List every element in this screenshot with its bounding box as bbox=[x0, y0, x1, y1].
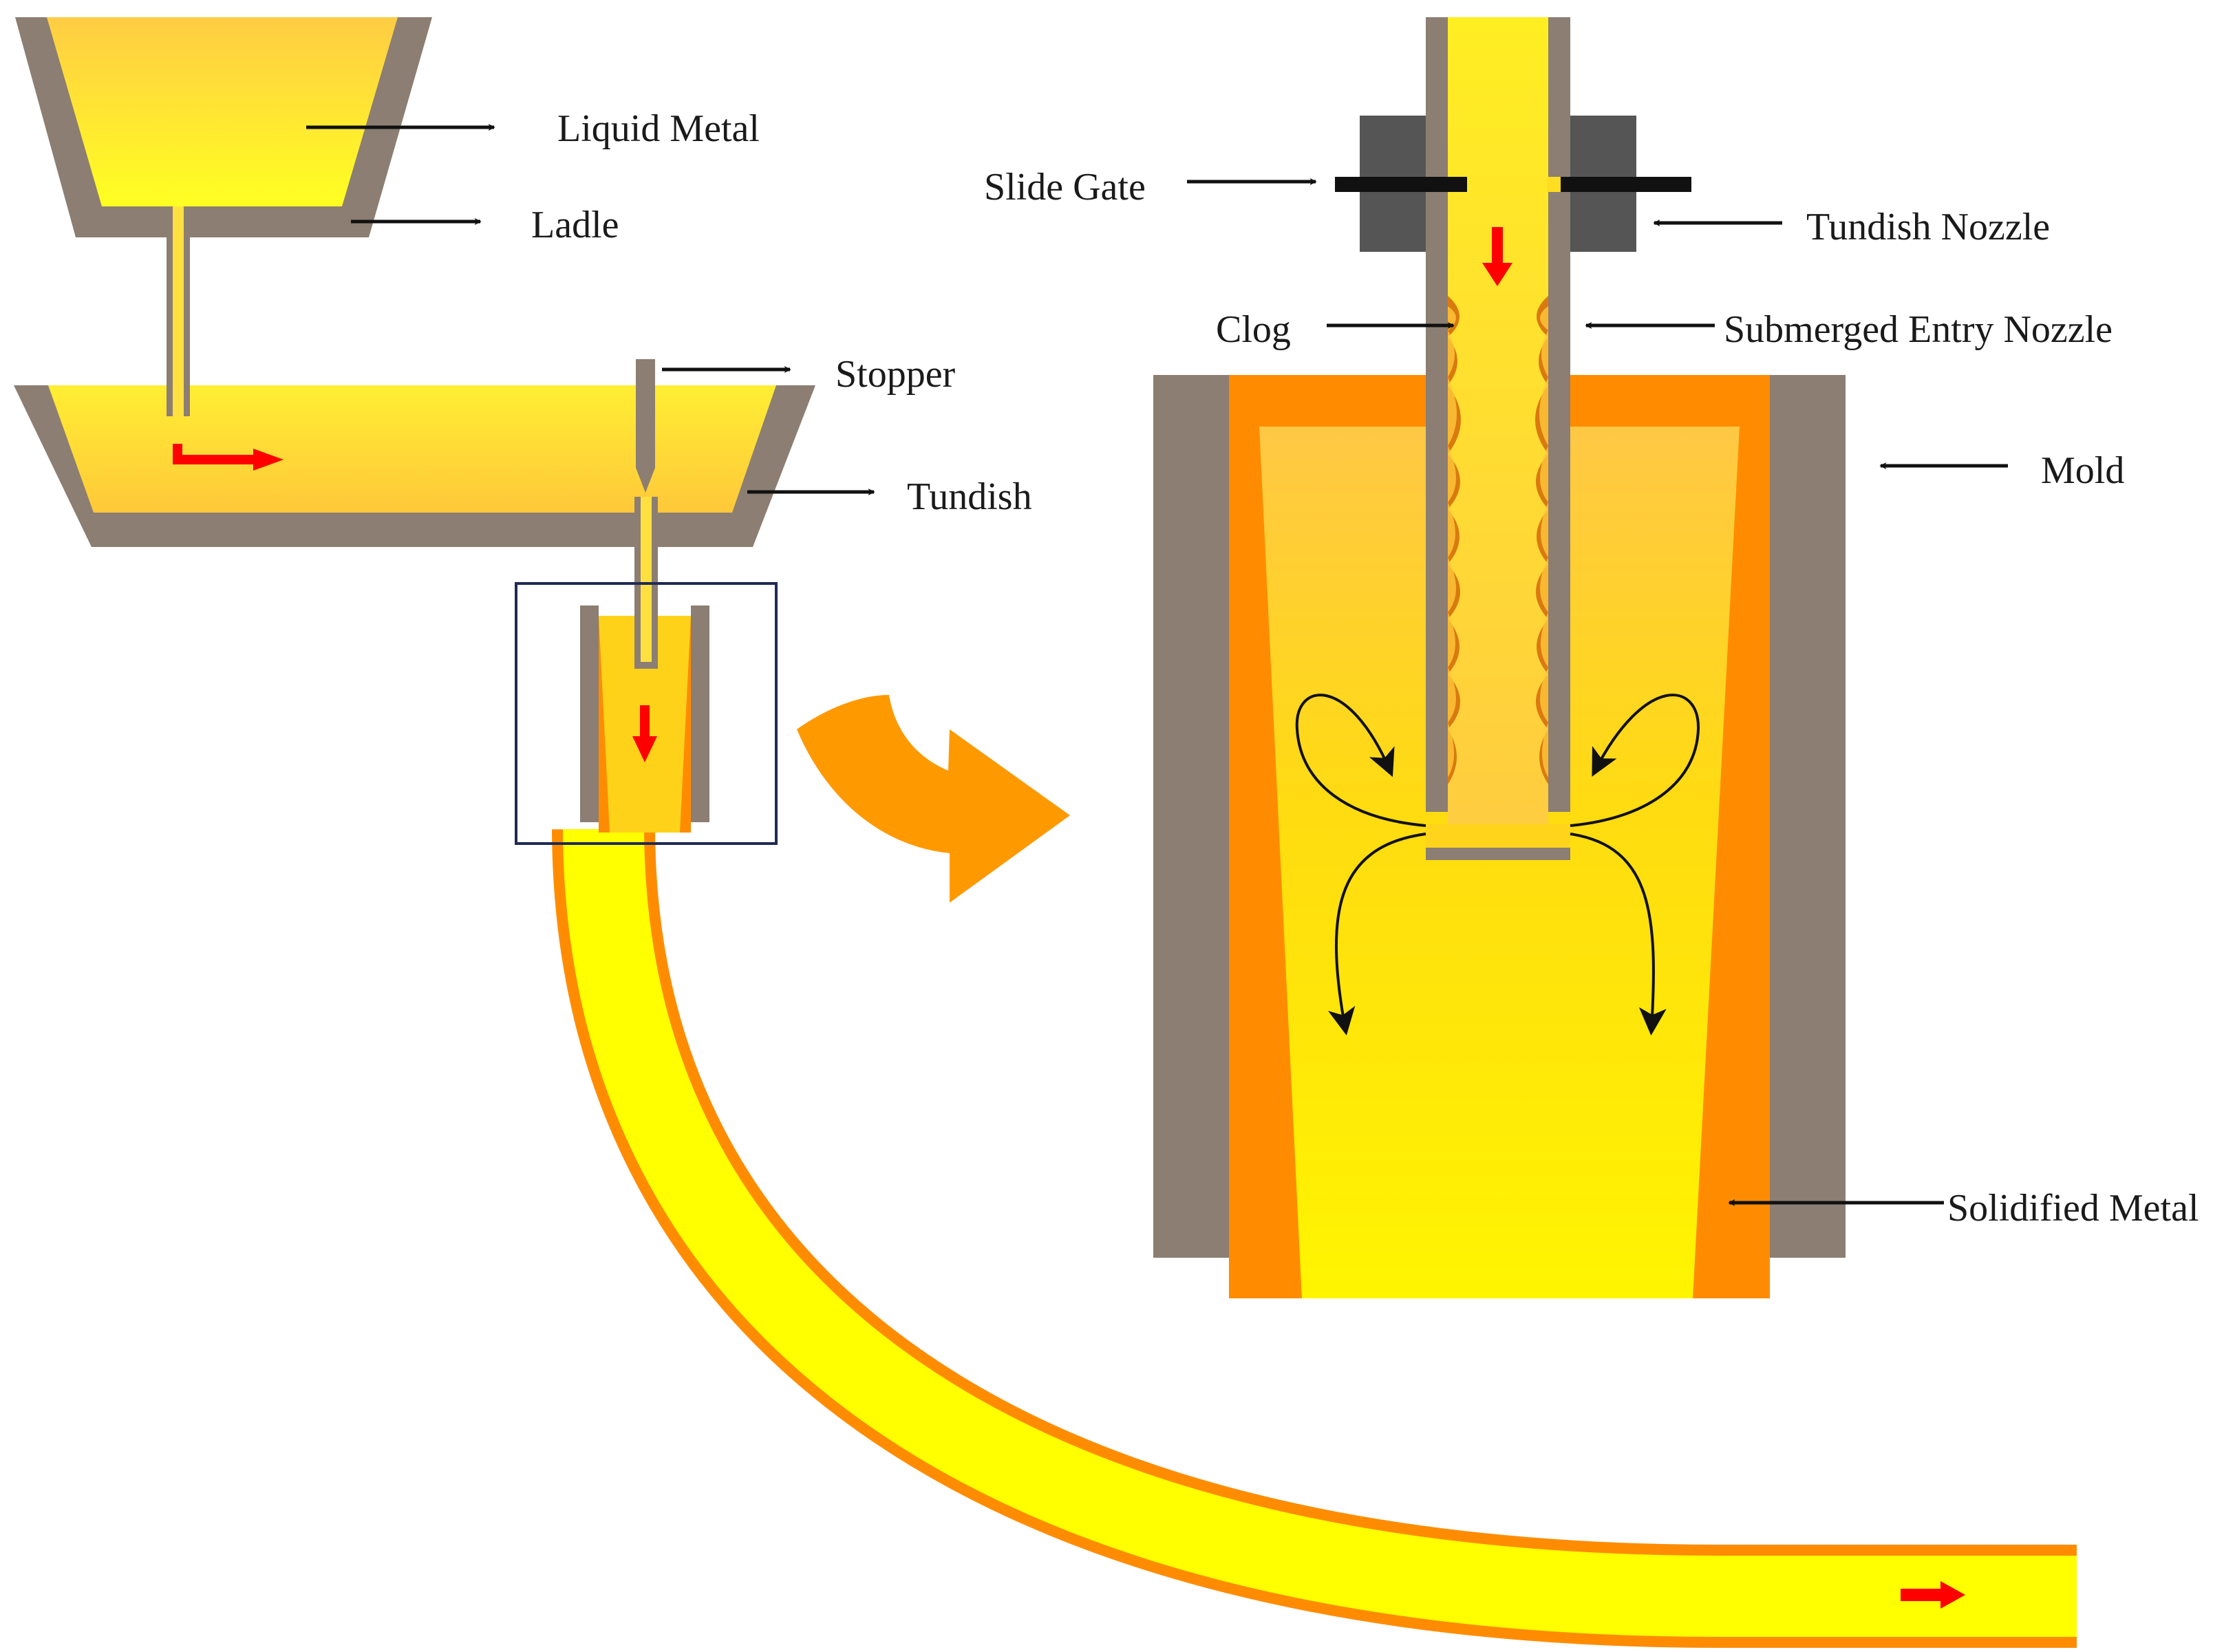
label-ladle: Ladle bbox=[531, 204, 619, 246]
small-mold-left-wall bbox=[580, 605, 599, 822]
tundish-liquid-metal bbox=[48, 385, 776, 513]
sen-liquid-metal bbox=[1448, 17, 1548, 836]
label-leader-arrows bbox=[306, 124, 2008, 1206]
tundish bbox=[14, 359, 815, 669]
sen-bottom-plate bbox=[1426, 848, 1570, 860]
label-solidified-metal: Solidified Metal bbox=[1947, 1187, 2199, 1230]
strand bbox=[552, 605, 2077, 1648]
ladle bbox=[15, 17, 432, 416]
slide-gate-plate-right bbox=[1559, 177, 1691, 192]
sen-right-wall bbox=[1548, 17, 1570, 812]
mold-left-wall bbox=[1153, 375, 1229, 1258]
stopper-rod bbox=[636, 359, 655, 493]
label-clog: Clog bbox=[1216, 308, 1291, 351]
flow-curve-lower-left bbox=[1327, 833, 1426, 1036]
slide-gate-plate-left bbox=[1335, 177, 1467, 192]
flow-curve-upper-left bbox=[1295, 694, 1426, 827]
label-stopper: Stopper bbox=[835, 353, 956, 396]
sen-left-wall bbox=[1426, 17, 1448, 812]
label-submerged-entry-nozzle: Submerged Entry Nozzle bbox=[1724, 308, 2113, 351]
strand-core bbox=[563, 828, 2077, 1637]
flow-curve-upper-right bbox=[1570, 694, 1700, 827]
label-slide-gate: Slide Gate bbox=[984, 166, 1146, 208]
mold-right-wall bbox=[1770, 375, 1846, 1258]
mold-liquid-metal bbox=[1259, 427, 1740, 1298]
mold-flow-patterns bbox=[1295, 694, 1700, 1036]
small-mold-right-wall bbox=[691, 605, 709, 822]
label-tundish: Tundish bbox=[907, 475, 1032, 518]
label-liquid-metal: Liquid Metal bbox=[557, 107, 760, 150]
zoom-callout-box bbox=[515, 582, 778, 845]
label-mold: Mold bbox=[2041, 449, 2124, 492]
tundish-flow-arrow bbox=[173, 444, 255, 464]
sen-flow-arrow bbox=[1492, 227, 1503, 267]
label-tundish-nozzle: Tundish Nozzle bbox=[1806, 206, 2050, 248]
labels: Liquid Metal Ladle Stopper Tundish Slide… bbox=[531, 107, 2199, 1230]
submerged-entry-nozzle bbox=[1426, 17, 1570, 860]
zoom-arrow bbox=[797, 695, 1070, 903]
strand-outflow-arrow bbox=[1901, 1589, 1943, 1601]
flow-curve-lower-right bbox=[1570, 833, 1667, 1036]
ladle-liquid-metal bbox=[47, 17, 398, 206]
mold-detail bbox=[1153, 375, 1846, 1298]
